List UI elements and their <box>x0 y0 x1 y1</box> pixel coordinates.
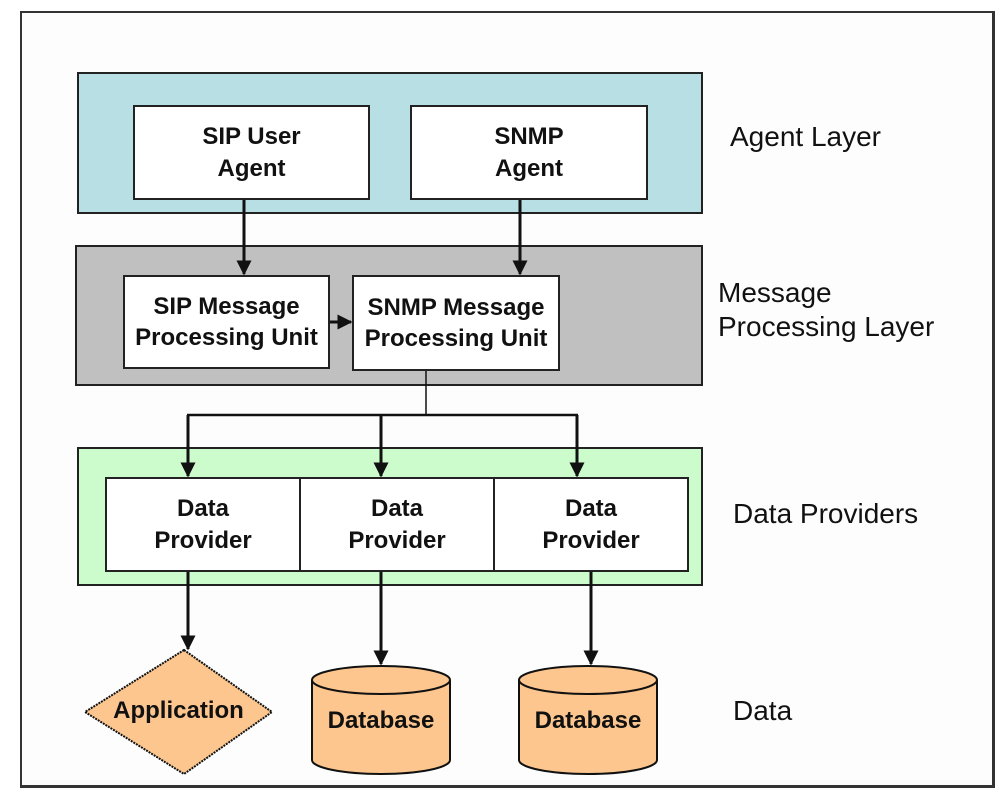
database-1-label: Database <box>327 707 435 734</box>
sip-user-agent-box: SIP User Agent <box>133 105 370 200</box>
snmp-agent-box: SNMP Agent <box>410 105 648 200</box>
sip-message-processing-unit-box: SIP Message Processing Unit <box>123 275 330 369</box>
message-processing-layer-label: Message Processing Layer <box>718 277 935 342</box>
application-label: Application <box>113 697 244 724</box>
database-2-label: Database <box>534 707 642 734</box>
agent-layer-label: Agent Layer <box>730 121 881 152</box>
data-layer-label: Data <box>733 695 793 726</box>
data-provider-1: Data Provider <box>154 495 252 554</box>
database-cylinder-2 <box>518 665 658 775</box>
database-cylinder-1 <box>311 665 451 775</box>
application-diamond <box>83 648 274 776</box>
data-provider-3: Data Provider <box>493 479 687 570</box>
data-providers-label: Data Providers <box>733 498 919 529</box>
data-providers-strip: Data Provider Data Provider Data Provide… <box>105 477 689 572</box>
data-provider-2: Data Provider <box>299 479 493 570</box>
snmp-message-processing-unit-box: SNMP Message Processing Unit <box>352 275 560 371</box>
